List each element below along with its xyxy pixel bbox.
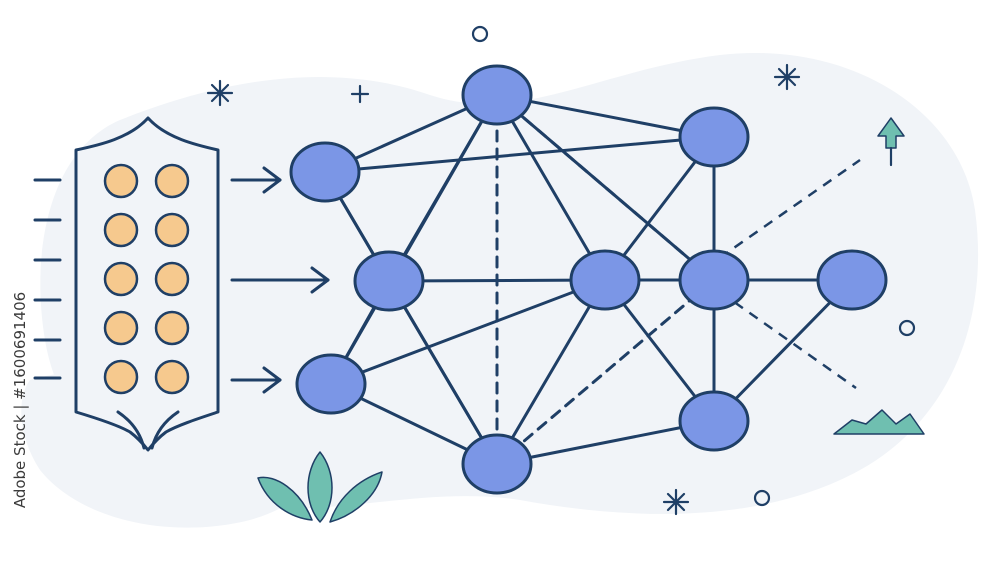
network-edge [329, 278, 607, 386]
network-edge [495, 419, 716, 466]
watermark: Adobe Stock | #1600691406 [6, 292, 34, 508]
input-dot [103, 261, 139, 297]
arrow-right-icon [230, 166, 282, 194]
background-blob-lower [21, 368, 341, 528]
input-dot [154, 212, 190, 248]
upward-arrow-icon [877, 117, 905, 167]
input-dot-grid [103, 163, 190, 395]
arrow-right-icon [230, 266, 330, 294]
input-dot [103, 212, 139, 248]
input-panel [74, 116, 220, 452]
mountain-icon [833, 409, 925, 435]
input-dot [103, 310, 139, 346]
input-tick-lines [33, 178, 62, 380]
input-dot [154, 310, 190, 346]
input-dot [154, 359, 190, 395]
small-circle-icon [753, 489, 771, 507]
network-node [678, 390, 750, 452]
arrow-right-icon [230, 366, 282, 394]
network-nodes [289, 64, 888, 495]
decorations [206, 25, 925, 523]
input-dot [154, 163, 190, 199]
sparkle-icon [773, 63, 801, 91]
input-dot [103, 359, 139, 395]
input-dot [103, 163, 139, 199]
input-arrows [230, 166, 330, 394]
network-node [569, 249, 641, 311]
dashed-edge [495, 93, 716, 282]
network-node [295, 353, 367, 415]
watermark-text: Adobe Stock | #1600691406 [11, 291, 29, 509]
sparkle-icon [662, 488, 690, 516]
network-edge [323, 135, 716, 174]
input-panel-leaf-right [150, 410, 180, 450]
network-node [816, 249, 888, 311]
small-circle-icon [471, 25, 489, 43]
network-edge [329, 93, 499, 386]
network-edge [712, 278, 854, 423]
input-dot [154, 261, 190, 297]
dashed-ray [719, 290, 857, 390]
network-node [678, 249, 750, 311]
network-edge [387, 279, 499, 466]
input-panel-outline [74, 116, 220, 452]
network-node [678, 106, 750, 168]
dashed-ray [704, 158, 861, 270]
network-edge [495, 93, 607, 282]
leaf-plant-icon [257, 451, 383, 523]
network-node [461, 64, 533, 126]
network-node [353, 250, 425, 312]
network-edge [495, 93, 716, 139]
network-node [289, 141, 361, 203]
plus-icon [350, 84, 370, 104]
background-blobs [21, 52, 979, 528]
network-node [461, 433, 533, 495]
network-edge [495, 278, 607, 466]
sparkle-icon [206, 79, 234, 107]
input-panel-leaf-left [116, 410, 146, 450]
dashed-edge [495, 278, 716, 466]
small-circle-icon [898, 319, 916, 337]
